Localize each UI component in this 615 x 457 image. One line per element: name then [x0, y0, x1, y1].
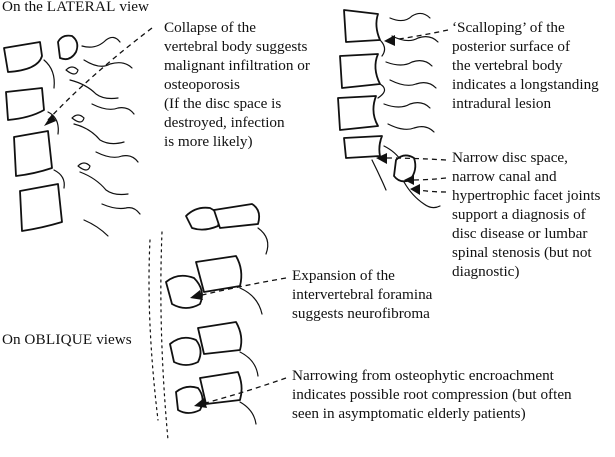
arrow-narrowing-head [194, 398, 207, 408]
annotation-line: (If the disc space is [164, 95, 282, 112]
lateral-view-heading: On the LATERAL view [2, 0, 149, 16]
annotation-line: posterior surface of [452, 38, 571, 55]
lateral-spine-illustration-right [337, 9, 441, 209]
annotation-line: intervertebral foramina [292, 286, 433, 303]
annotation-line: hypertrophic facet joints [452, 187, 601, 204]
arrow-expansion [197, 277, 287, 297]
arrow-narrow-canal-head [404, 175, 414, 185]
arrow-collapse-head [44, 114, 56, 126]
arrow-narrow-disc [383, 157, 447, 161]
annotation-line: indicates possible root compression (but… [292, 386, 572, 403]
arrow-narrow-canal [411, 177, 447, 181]
lateral-spine-illustration-left [3, 34, 141, 237]
arrow-scalloping-head [384, 35, 395, 46]
annotation-line: Narrowing from osteophytic encroachment [292, 367, 554, 384]
annotation-line: vertebral body suggests [164, 38, 308, 55]
annotation-line: the vertebral body [452, 57, 563, 74]
annotation-line: suggests neurofibroma [292, 305, 430, 322]
oblique-view-heading: On OBLIQUE views [2, 330, 132, 349]
annotation-line: disc disease or lumbar [452, 225, 588, 242]
oblique-heading-suffix: views [92, 331, 132, 348]
oblique-heading-prefix: On [2, 331, 25, 348]
arrow-expansion-head [190, 290, 203, 300]
annotation-line: ‘Scalloping’ of the [452, 19, 565, 36]
annotation-line: Collapse of the [164, 19, 256, 36]
annotation-line: narrow canal and [452, 168, 557, 185]
annotation-line: is more likely) [164, 133, 253, 150]
oblique-heading-keyword: OBLIQUE [24, 331, 93, 348]
annotation-line: support a diagnosis of [452, 206, 586, 223]
lateral-heading-keyword: LATERAL [46, 0, 116, 15]
annotation-line: osteoporosis [164, 76, 240, 93]
annotation-line: diagnostic) [452, 263, 520, 280]
annotation-line: indicates a longstanding [452, 76, 599, 93]
arrow-collapse [47, 27, 153, 121]
annotation-line: Expansion of the [292, 267, 395, 284]
annotation-line: destroyed, infection [164, 114, 285, 131]
lateral-heading-prefix: On the [2, 0, 47, 15]
annotation-line: Narrow disc space, [452, 149, 568, 166]
arrow-facet [417, 189, 447, 193]
lateral-heading-suffix: view [115, 0, 149, 15]
annotation-line: seen in asymptomatic elderly patients) [292, 405, 526, 422]
annotation-line: intradural lesion [452, 95, 552, 112]
leader-arrows [44, 27, 449, 408]
annotation-line: spinal stenosis (but not [452, 244, 592, 261]
annotation-line: malignant infiltration or [164, 57, 310, 74]
oblique-spine-illustration [148, 203, 269, 441]
arrow-scalloping [391, 29, 449, 41]
arrow-narrow-disc-head [376, 153, 387, 164]
arrow-facet-head [410, 184, 420, 195]
